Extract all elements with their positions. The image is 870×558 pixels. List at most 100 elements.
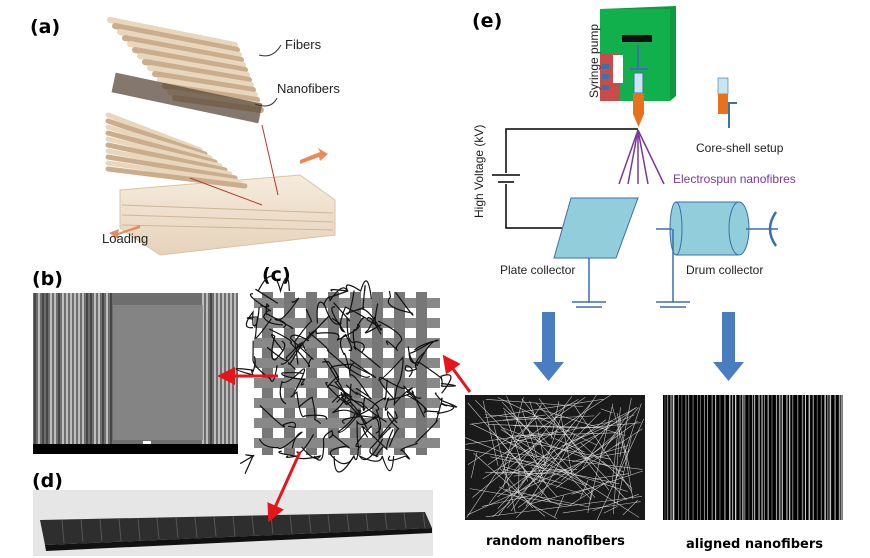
core-shell-label: Core-shell setup bbox=[696, 141, 784, 155]
nanofiber-strand bbox=[281, 371, 306, 386]
composite-illustration bbox=[105, 17, 336, 256]
nanofiber-strand bbox=[361, 425, 394, 451]
nanofiber-strand bbox=[316, 301, 342, 325]
nanofiber-strand bbox=[387, 290, 414, 316]
panel-e-label: (e) bbox=[472, 10, 502, 32]
nanofiber-strand bbox=[273, 297, 300, 329]
nanofiber-strand bbox=[356, 308, 383, 335]
fiber-layers bbox=[105, 17, 264, 189]
down-arrow-aligned bbox=[713, 312, 744, 381]
panel-c-label: (c) bbox=[262, 264, 291, 286]
electrospun-jets bbox=[618, 129, 665, 185]
nanofiber-strand bbox=[364, 303, 382, 334]
nanofiber-strand bbox=[323, 358, 366, 412]
nanofiber-strand bbox=[331, 306, 367, 333]
aligned-caption: aligned nanofibers bbox=[686, 537, 823, 552]
nanofiber-strand bbox=[345, 285, 366, 315]
electrospun-label: Electrospun nanofibres bbox=[673, 172, 796, 186]
nanofiber-strand bbox=[340, 391, 387, 423]
nanofiber-strand bbox=[266, 342, 302, 365]
nanofiber-strand bbox=[330, 359, 376, 379]
nanofiber-strand bbox=[336, 393, 361, 425]
fibers-label: Fibers bbox=[285, 37, 322, 52]
nanofiber-strand bbox=[378, 377, 422, 399]
nanofiber-strand bbox=[345, 384, 382, 434]
panel-d: (d) bbox=[32, 470, 433, 556]
drum-collector-label: Drum collector bbox=[686, 263, 763, 277]
nanofiber-strand bbox=[407, 339, 439, 367]
high-voltage-circuit bbox=[492, 128, 638, 229]
panel-a-label: (a) bbox=[30, 16, 60, 38]
random-nanofibers-image bbox=[465, 395, 645, 520]
random-caption: random nanofibers bbox=[486, 534, 625, 549]
nanofiber-strand bbox=[326, 375, 353, 399]
drum-collector bbox=[656, 201, 778, 308]
arrow-c-to-d bbox=[267, 451, 302, 523]
nanofiber-strand bbox=[298, 396, 321, 424]
nanofibers-label: Nanofibers bbox=[277, 81, 340, 96]
panel-c: (c) bbox=[235, 264, 458, 474]
nanofiber-strand bbox=[258, 431, 303, 450]
nanofiber-strand bbox=[290, 391, 328, 420]
nanofiber-strand bbox=[328, 280, 372, 299]
nanofiber-strand bbox=[386, 410, 400, 447]
nanofiber-strand bbox=[322, 287, 349, 306]
nanofiber-interlayer bbox=[111, 72, 263, 124]
nanofiber-strand bbox=[271, 334, 286, 361]
nanofiber-strand bbox=[357, 438, 395, 472]
nanofiber-strand bbox=[329, 434, 355, 465]
nanofiber-strand bbox=[235, 356, 256, 376]
nanofiber-strand bbox=[352, 316, 381, 369]
panel-d-label: (d) bbox=[32, 470, 63, 492]
plate-collector-label: Plate collector bbox=[500, 263, 575, 277]
nanofiber-strand bbox=[349, 362, 372, 400]
nanofiber-strand bbox=[246, 316, 272, 339]
nanofiber-strand bbox=[279, 368, 306, 405]
nanofiber-strand bbox=[249, 293, 283, 326]
panel-b: (b) bbox=[32, 268, 238, 454]
nanofiber-strand bbox=[394, 387, 428, 411]
syringe-pump-label: Syringe pump bbox=[587, 24, 601, 98]
arrow-e-to-c bbox=[442, 354, 472, 393]
nanofiber-strand bbox=[288, 340, 307, 371]
loading-label: Loading bbox=[102, 231, 148, 246]
woven-fabric-with-nanofibers bbox=[235, 275, 458, 474]
loading-arrow-right bbox=[300, 148, 328, 164]
nanofiber-strand bbox=[325, 381, 368, 425]
down-arrow-random bbox=[533, 312, 564, 381]
nanofiber-strand bbox=[293, 308, 313, 365]
nanofiber-strand bbox=[239, 454, 255, 474]
panel-b-label: (b) bbox=[32, 268, 63, 290]
nanofiber-strand bbox=[308, 331, 371, 378]
nanofiber-strand bbox=[377, 320, 403, 351]
nanofiber-strand bbox=[269, 328, 313, 368]
panel-a: (a) Fibers Nanofibers Loading bbox=[30, 16, 340, 256]
nanofiber-strand bbox=[436, 399, 458, 415]
nanofiber-strand bbox=[285, 446, 322, 460]
nanofiber-strand bbox=[252, 340, 278, 383]
nanofiber-strand bbox=[387, 442, 418, 461]
nanofiber-strand bbox=[255, 275, 290, 304]
nanofiber-strand bbox=[337, 409, 369, 433]
sem-scale-bar bbox=[33, 444, 238, 454]
plate-collector bbox=[553, 197, 639, 259]
nanofiber-strand bbox=[313, 429, 334, 461]
nanofiber-strand bbox=[408, 340, 443, 380]
nanofiber-strand bbox=[440, 374, 457, 394]
nanofiber-strand bbox=[404, 351, 425, 378]
nanofiber-strand bbox=[384, 390, 426, 418]
syringe-pump bbox=[600, 6, 676, 127]
loading-arrow-left bbox=[109, 225, 140, 239]
nanofiber-strand bbox=[415, 392, 443, 444]
nanofiber-strand bbox=[333, 302, 365, 354]
high-voltage-label: High Voltage (kV) bbox=[472, 125, 486, 218]
nanofiber-strand bbox=[369, 426, 391, 458]
core-shell-setup-icon bbox=[717, 77, 737, 128]
nanofiber-strand bbox=[259, 405, 297, 429]
panel-e: (e) Syringe pump Core-shell setup High V… bbox=[472, 6, 796, 308]
nanofiber-strand bbox=[289, 315, 330, 360]
nanofiber-strand bbox=[339, 333, 353, 373]
nanofiber-strand bbox=[378, 356, 404, 406]
nanofiber-strand bbox=[372, 411, 398, 440]
